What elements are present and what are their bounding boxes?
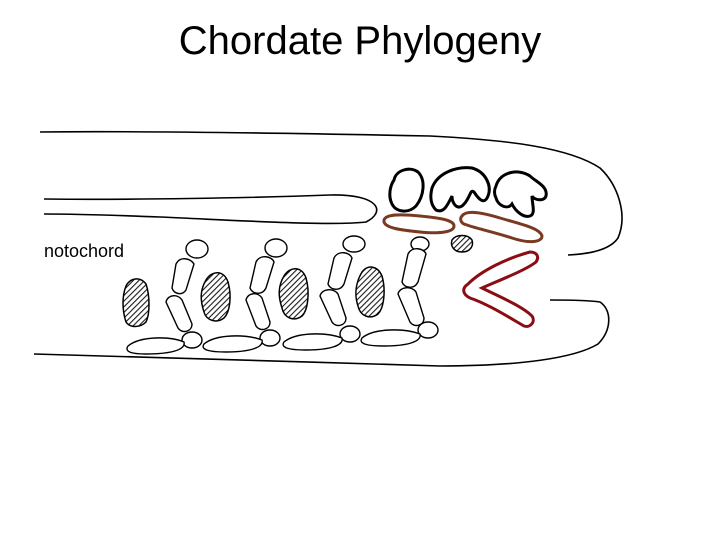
- joint-3: [339, 325, 361, 343]
- brown-structure-2: [459, 210, 544, 244]
- joint-2: [259, 329, 281, 347]
- rib-segment-2a: [249, 256, 275, 294]
- brain-lobe-3: [493, 170, 548, 218]
- vertebra-head-2: [264, 238, 288, 258]
- body-outline-top: [39, 130, 623, 256]
- brain-lobe-2: [429, 166, 491, 213]
- hatched-block-4: [355, 266, 385, 318]
- ventral-plate-2: [202, 335, 263, 353]
- ventral-plate-4: [360, 329, 421, 347]
- rib-segment-1b: [165, 295, 193, 333]
- ventral-plate-3: [282, 333, 343, 351]
- joint-4: [417, 321, 439, 339]
- nerve-cord: [43, 194, 378, 225]
- rib-segment-3a: [327, 252, 353, 290]
- rib-segment-4b: [397, 287, 425, 327]
- rib-segment-4a: [401, 248, 427, 288]
- hatched-block-3: [278, 268, 309, 320]
- ventral-plate-1: [126, 337, 185, 355]
- hatched-structure: [450, 234, 474, 253]
- brown-structure-1: [382, 213, 456, 235]
- rib-segment-2b: [245, 293, 271, 331]
- rib-segment-3b: [319, 289, 347, 327]
- slide-title: Chordate Phylogeny: [178, 19, 542, 63]
- vertebra-head-1: [185, 239, 209, 259]
- notochord-label: notochord: [44, 241, 125, 261]
- hatched-block-2: [200, 272, 231, 322]
- vertebra-head-3: [342, 235, 366, 253]
- rib-segment-1a: [171, 258, 195, 295]
- body-outline-bottom: [33, 299, 610, 367]
- brain-lobe-1: [388, 167, 425, 213]
- joint-1: [181, 331, 203, 349]
- red-structure: [462, 250, 540, 328]
- hatched-block-1: [122, 278, 150, 328]
